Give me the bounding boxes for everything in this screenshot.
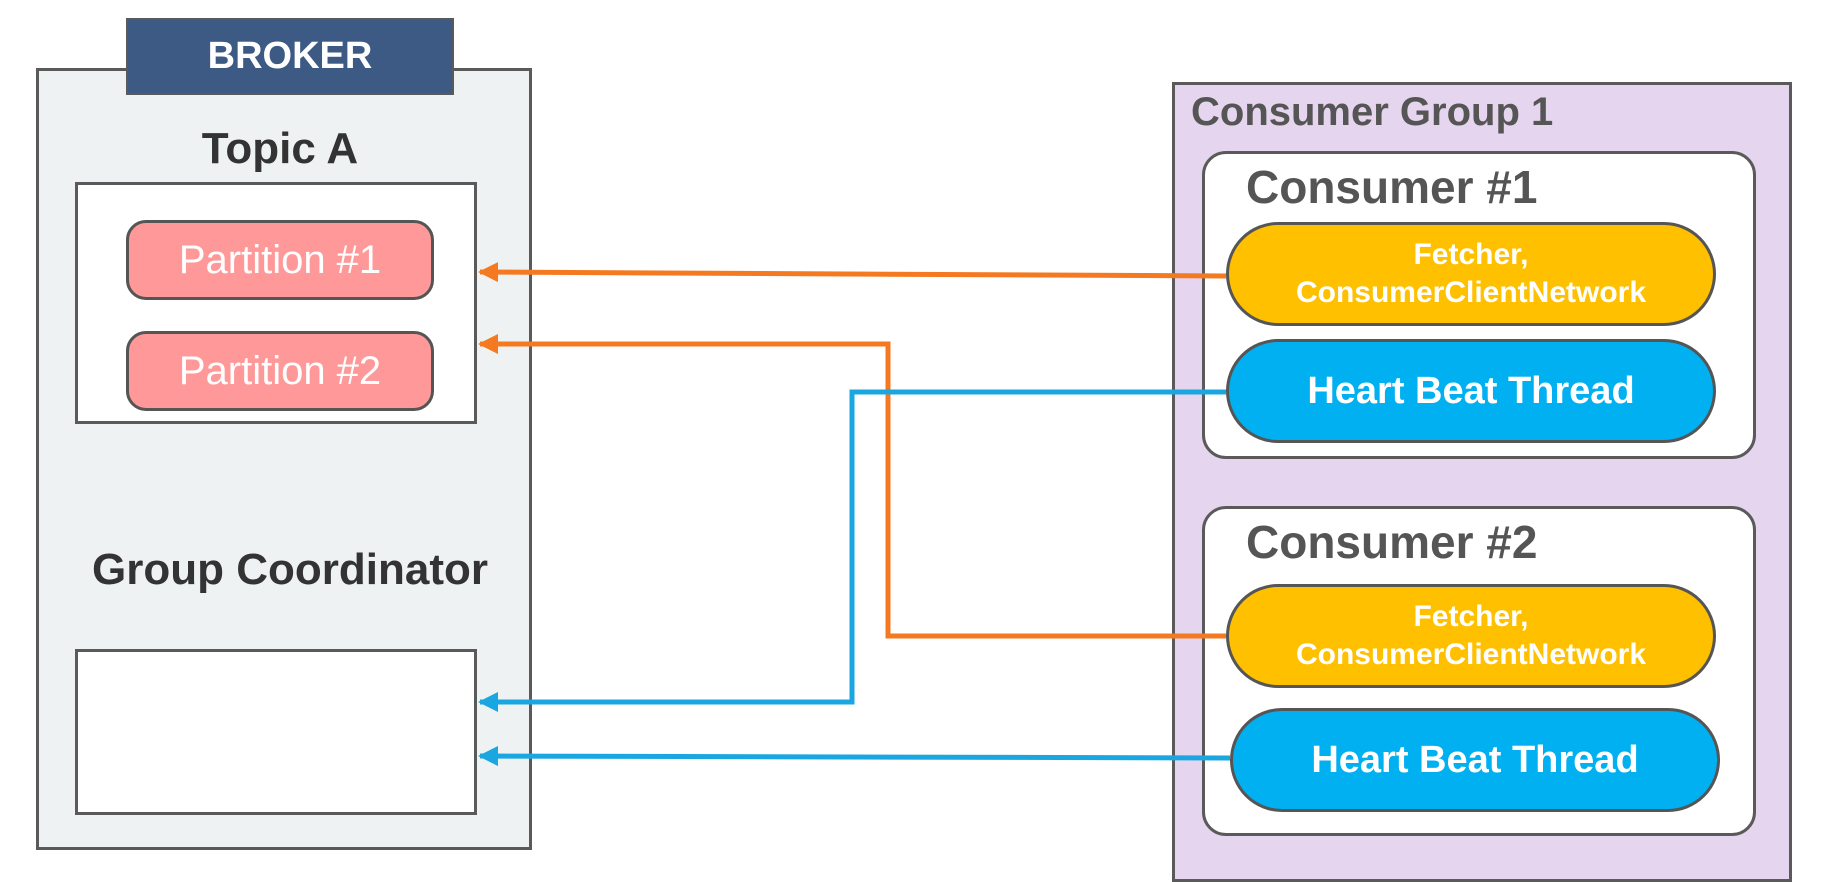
partition-2: Partition #2 <box>126 331 434 411</box>
group-coordinator-box <box>75 649 477 815</box>
broker-label: BROKER <box>126 18 454 95</box>
heartbeat-arrow-consumer1 <box>478 389 1226 712</box>
fetcher-label-line1: Fetcher, <box>1413 238 1529 271</box>
partition-1: Partition #1 <box>126 220 434 300</box>
heartbeat-arrow-consumer2 <box>478 746 1231 767</box>
fetcher-label-line2: ConsumerClientNetwork <box>1295 276 1647 309</box>
group-coordinator-title: Group Coordinator <box>92 545 488 594</box>
fetcher-label-line1: Fetcher, <box>1413 600 1529 633</box>
consumer-1-heartbeat: Heart Beat Thread <box>1226 339 1716 443</box>
consumer-2-title: Consumer #2 <box>1246 516 1538 568</box>
consumer-1-title: Consumer #1 <box>1246 161 1538 213</box>
consumer-group-title: Consumer Group 1 <box>1191 90 1554 134</box>
consumer-2-fetcher: Fetcher, ConsumerClientNetwork <box>1226 584 1716 688</box>
fetch-arrow-consumer2-partition2 <box>478 334 1226 639</box>
heartbeat-label: Heart Beat Thread <box>1307 369 1635 412</box>
topic-title: Topic A <box>201 124 359 173</box>
heartbeat-label: Heart Beat Thread <box>1311 738 1639 781</box>
consumer-2-heartbeat: Heart Beat Thread <box>1230 708 1720 812</box>
fetch-arrow-consumer1-partition1 <box>478 262 1227 283</box>
fetcher-label-line2: ConsumerClientNetwork <box>1295 638 1647 671</box>
consumer-1-fetcher: Fetcher, ConsumerClientNetwork <box>1226 222 1716 326</box>
